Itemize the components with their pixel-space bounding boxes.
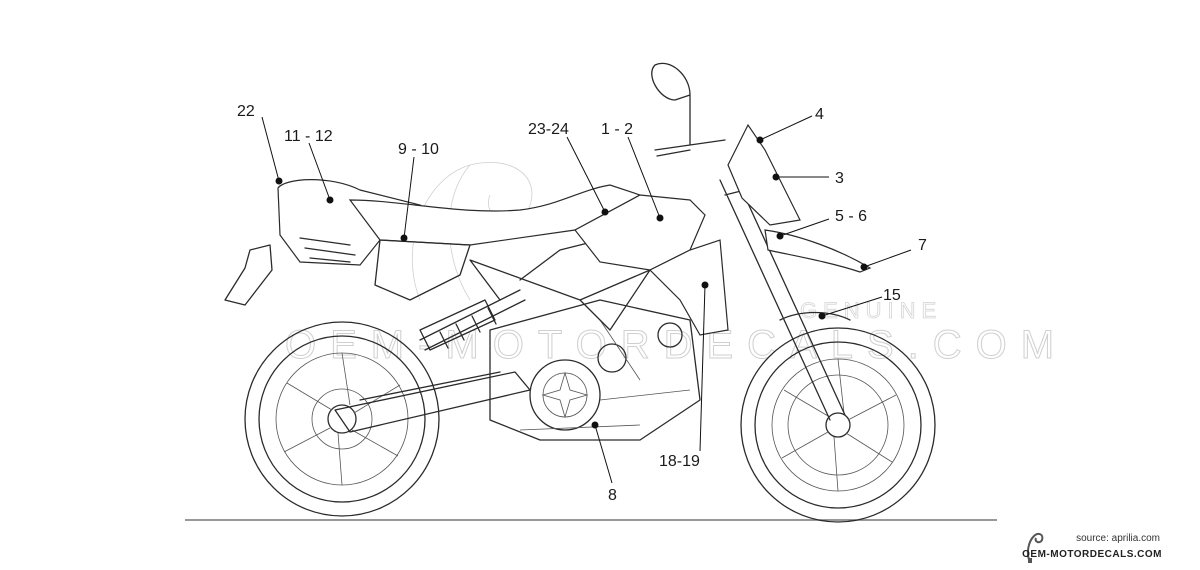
callout-label-9-10: 9 - 10 [398, 141, 439, 158]
watermark: GENUINE OEM-MOTORDECALS.COM [285, 162, 1068, 368]
callout-label-23-24: 23-24 [528, 121, 569, 138]
callout-dot-7 [860, 263, 868, 271]
callout-label-4: 4 [815, 106, 824, 123]
source-credit: source: aprilia.com [1076, 533, 1160, 544]
callout-dot-8 [591, 421, 599, 429]
callout-dot-23-24 [601, 208, 609, 216]
trellis-frame [469, 229, 691, 331]
callout-dot-1-2 [656, 214, 664, 222]
callout-label-1-2: 1 - 2 [601, 121, 633, 138]
callout-label-3: 3 [835, 170, 844, 187]
headlight-fairing [727, 123, 801, 226]
brand-name: OEM-MOTORDECALS.COM [1022, 549, 1162, 560]
radiator-shroud [648, 239, 729, 336]
callout-label-15: 15 [883, 287, 901, 304]
callout-dot-15 [818, 312, 826, 320]
swingarm [334, 371, 531, 433]
callout-label-22: 22 [237, 103, 255, 120]
brand-logo-icon [1026, 532, 1044, 563]
callout-labels: 22 11 - 12 9 - 10 23-24 1 - 2 4 3 5 - 6 … [237, 103, 927, 504]
callout-label-5-6: 5 - 6 [835, 208, 867, 225]
rear-wheel [244, 321, 440, 517]
callout-label-7: 7 [918, 237, 927, 254]
callout-label-18-19: 18-19 [659, 453, 700, 470]
tail-section [224, 179, 422, 306]
watermark-text-main: OEM-MOTORDECALS.COM [285, 323, 1068, 367]
callout-dot-3 [772, 173, 780, 181]
callout-dot-18-19 [701, 281, 709, 289]
callout-dot-9-10 [400, 234, 408, 242]
side-panel [374, 239, 471, 301]
number-plate-holder [224, 244, 273, 306]
callout-leaders [261, 115, 912, 484]
callout-dot-11-12 [326, 196, 334, 204]
callout-dot-4 [756, 136, 764, 144]
callout-label-11-12: 11 - 12 [284, 128, 333, 145]
front-wheel [740, 327, 936, 523]
callout-dot-5-6 [776, 232, 784, 240]
seat [348, 184, 642, 246]
front-fender-lower [779, 311, 851, 321]
callout-dot-22 [275, 177, 283, 185]
callout-label-8: 8 [608, 487, 617, 504]
rear-shock [419, 289, 526, 351]
mirror [651, 62, 691, 146]
exhaust [419, 299, 496, 351]
engine [489, 299, 701, 441]
